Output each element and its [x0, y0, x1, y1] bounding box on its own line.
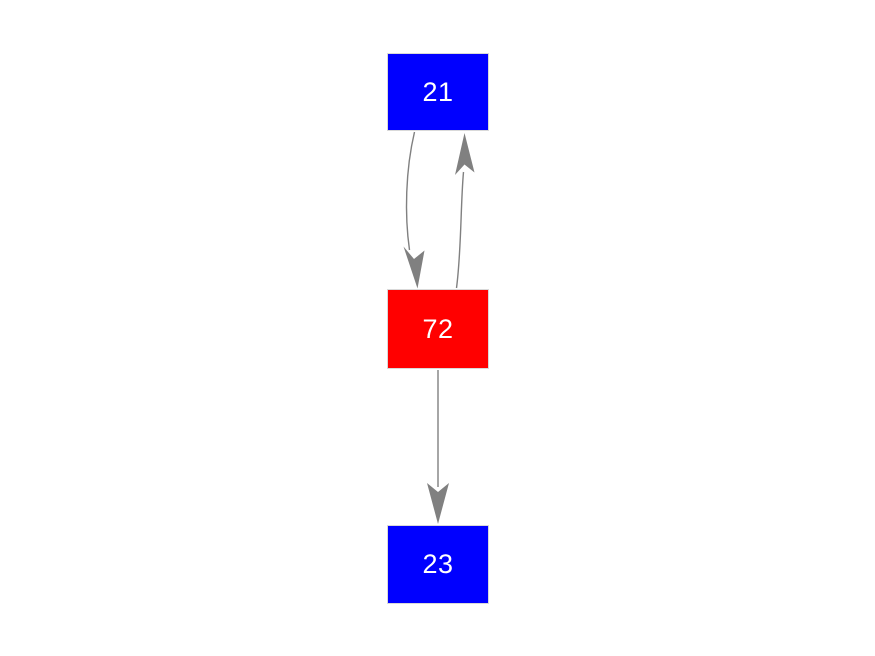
graph-node-21[interactable]: 21	[387, 53, 489, 131]
graph-node-21-label: 21	[422, 76, 454, 107]
graph-node-72[interactable]: 72	[387, 289, 489, 369]
edge-72-to-23-arrowhead	[427, 483, 449, 524]
graph-node-23-label: 23	[422, 549, 454, 579]
edge-72-to-21	[455, 133, 475, 289]
edge-21-to-72	[403, 131, 425, 289]
edge-72-to-21-arrowhead	[455, 133, 475, 175]
edge-21-to-72-arrowhead	[403, 246, 425, 289]
edge-72-to-21-line	[455, 171, 465, 289]
graph-node-23[interactable]: 23	[387, 525, 489, 604]
edge-72-to-23	[427, 370, 449, 524]
edge-21-to-72-line	[405, 131, 416, 251]
graph-node-72-label: 72	[422, 313, 454, 344]
